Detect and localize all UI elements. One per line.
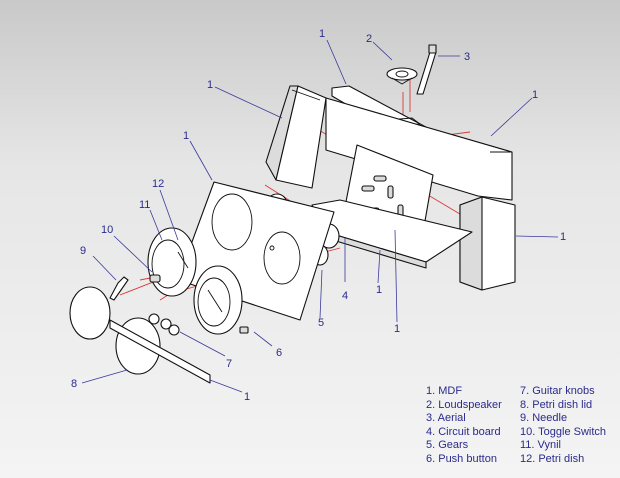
needle: [109, 276, 129, 301]
legend-item: 1. MDF: [426, 385, 463, 397]
callout-leader-lines: [81, 39, 559, 393]
callout-1: 1: [560, 231, 566, 243]
callout-2: 2: [366, 33, 372, 45]
legend-item: 6. Push button: [426, 452, 497, 465]
callout-11: 11: [139, 199, 150, 211]
callout-labels: 1 2 3 1 1 1 12 11 10 1 9 1 4 5 1 6 7 8 1: [71, 28, 566, 403]
loudspeaker: [386, 67, 418, 85]
legend-item: 9. Needle: [520, 412, 568, 425]
guitar-knobs: [148, 313, 180, 336]
mdf-back-panel: [325, 97, 513, 201]
mdf-left-side-panel: [265, 85, 327, 189]
callout-8: 8: [71, 378, 77, 390]
legend-item: 2. Loudspeaker: [426, 398, 502, 411]
legend-item: 4. Circuit board: [426, 425, 501, 438]
callout-1: 1: [319, 28, 325, 40]
callout-12: 12: [152, 178, 164, 190]
legend-item: 10. Toggle Switch: [520, 425, 607, 438]
toggle-switch: [149, 274, 161, 283]
push-button: [239, 326, 249, 334]
callout-9: 9: [80, 245, 86, 257]
callout-1: 1: [532, 89, 538, 101]
callout-1: 1: [183, 130, 189, 142]
legend-item: 12. Petri dish: [520, 452, 585, 465]
callout-1: 1: [376, 284, 382, 296]
legend-item: 11. Vynil: [520, 439, 561, 452]
callout-10: 10: [101, 224, 113, 236]
legend-item: 7. Guitar knobs: [520, 385, 595, 397]
legend-item: 5. Gears: [426, 439, 469, 452]
legend-item: 3. Aerial: [426, 412, 466, 425]
callout-6: 6: [276, 347, 282, 359]
mdf-bottom-strip: [109, 319, 211, 384]
legend-item: 8. Petri dish lid: [520, 398, 593, 411]
callout-1: 1: [394, 323, 400, 335]
aerial: [416, 44, 437, 95]
mdf-right-side-panel: [459, 196, 516, 291]
callout-1: 1: [244, 391, 250, 403]
legend-column-right: 7. Guitar knobs 8. Petri dish lid 9. Nee…: [520, 385, 616, 467]
callout-5: 5: [318, 317, 324, 329]
parts-legend: 1. MDF 2. Loudspeaker 3. Aerial 4. Circu…: [426, 385, 616, 467]
callout-3: 3: [464, 51, 470, 63]
callout-4: 4: [342, 290, 348, 302]
callout-7: 7: [226, 358, 232, 370]
petri-dish-lids: [69, 286, 161, 375]
legend-column-left: 1. MDF 2. Loudspeaker 3. Aerial 4. Circu…: [426, 385, 520, 467]
callout-1: 1: [207, 79, 213, 91]
